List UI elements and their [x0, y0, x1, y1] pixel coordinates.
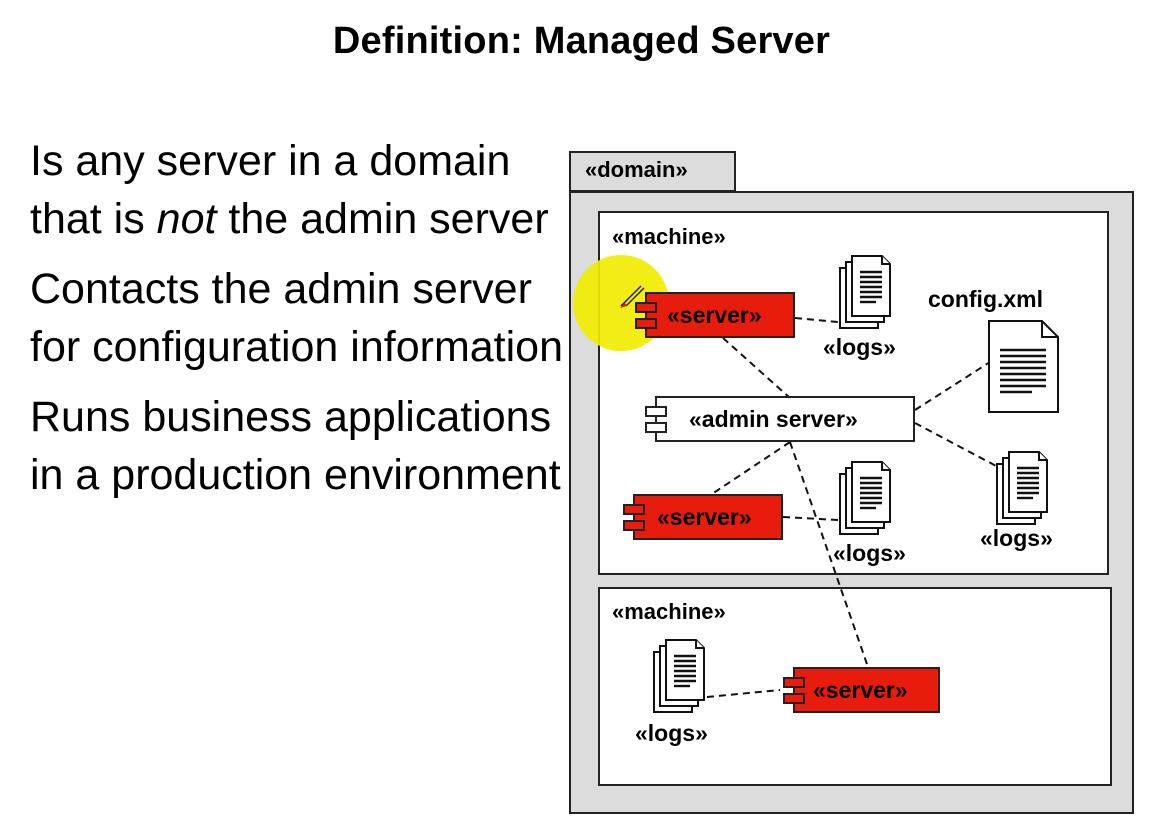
document-stack-icon	[839, 461, 891, 535]
document-stack-icon	[839, 255, 891, 329]
remote-server-logs-connector	[706, 689, 781, 698]
pen-cursor-icon	[620, 285, 645, 308]
component-tab	[635, 302, 657, 313]
component-tab	[623, 504, 645, 515]
admin-server-connector	[711, 441, 791, 495]
document-stack-icon	[996, 451, 1048, 525]
bullet-text: the admin server	[216, 195, 549, 243]
machine-label-2: «machine»	[612, 599, 726, 624]
server-label: «server»	[657, 503, 752, 530]
admin-server-component: «admin server»	[645, 396, 915, 442]
bullet-text: Runs business applications in a producti…	[30, 393, 561, 499]
server-logs-connector	[782, 516, 839, 521]
bullet-item: Is any server in a domain that is not th…	[30, 132, 570, 248]
server-component-2: «server»	[623, 494, 783, 540]
admin-config-connector	[914, 361, 991, 411]
server-component-3: «server»	[783, 667, 940, 713]
server-label: «server»	[667, 301, 762, 328]
machine-label-1: «machine»	[612, 224, 726, 249]
server-component-1: «server»	[635, 292, 795, 338]
document-stack-icon	[653, 639, 705, 713]
server-label: «server»	[813, 676, 908, 703]
admin-logs-connector	[914, 422, 1001, 469]
bullet-emphasis: not	[156, 195, 217, 243]
logs-label: «logs»	[635, 720, 708, 746]
admin-remote-server-connector	[789, 441, 869, 668]
component-tab	[623, 520, 645, 531]
bullet-text: Is any server in a domain that is	[30, 137, 511, 243]
bullet-item: Runs business applications in a producti…	[30, 388, 570, 504]
logs-label: «logs»	[980, 525, 1053, 551]
bullet-list: Is any server in a domain that is not th…	[30, 132, 570, 504]
config-xml-label: config.xml	[928, 286, 1044, 312]
document-icon	[988, 320, 1059, 413]
component-tab	[635, 318, 657, 329]
component-tab	[783, 677, 805, 688]
domain-tab-label: «domain»	[569, 151, 736, 192]
component-tab	[783, 693, 805, 704]
logs-label: «logs»	[833, 540, 906, 566]
server-admin-connector	[722, 337, 791, 399]
component-tab	[645, 406, 667, 417]
server-logs-connector	[794, 317, 839, 323]
component-tab	[645, 422, 667, 433]
logs-label: «logs»	[823, 334, 896, 360]
admin-server-label: «admin server»	[689, 405, 858, 432]
bullet-item: Contacts the admin server for configurat…	[30, 260, 570, 376]
slide-title: Definition: Managed Server	[332, 20, 831, 62]
bullet-text: Contacts the admin server for configurat…	[30, 265, 564, 371]
